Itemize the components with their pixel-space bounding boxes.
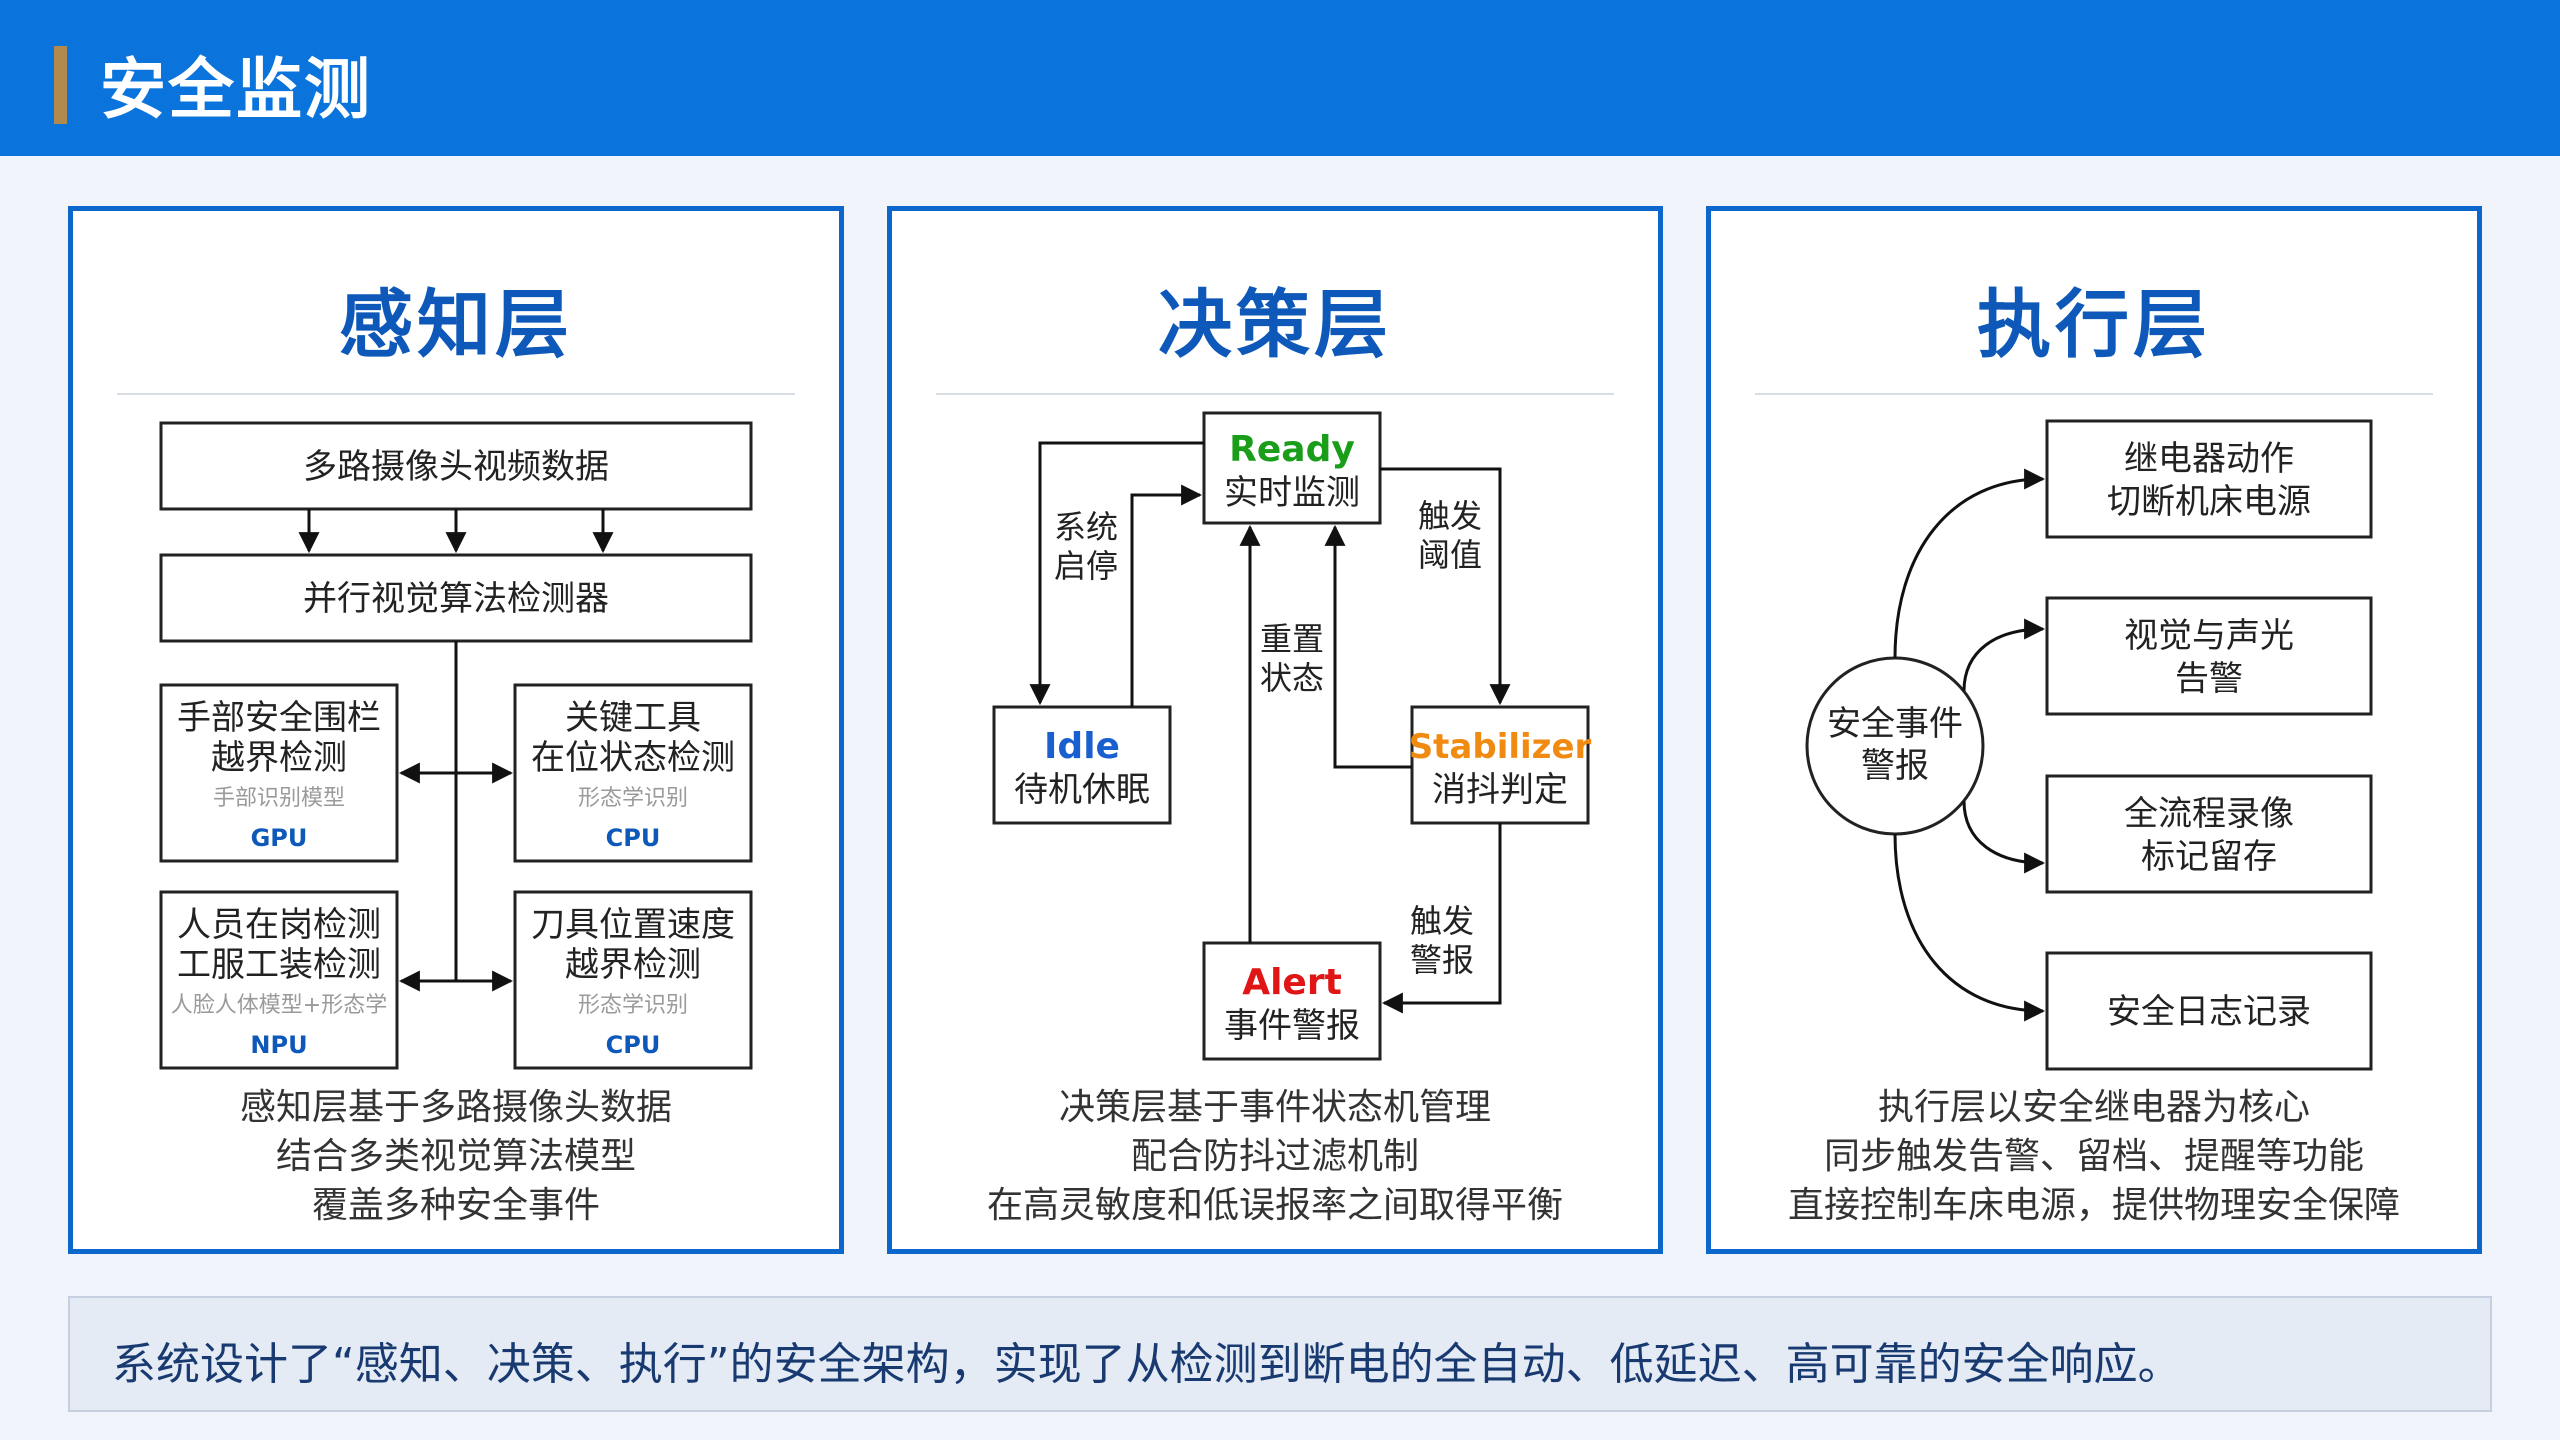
state-ready-box bbox=[1202, 411, 1382, 525]
module-cutter-model: 形态学识别 bbox=[578, 993, 688, 1018]
module-tool-model: 形态学识别 bbox=[578, 786, 688, 811]
module-tool-line1: 关键工具 bbox=[565, 698, 701, 738]
summary-text: 系统设计了“感知、决策、执行”的安全架构，实现了从检测到断电的全自动、低延迟、高… bbox=[112, 1339, 2182, 1390]
action-visual-alarm-line1: 视觉与声光 bbox=[2124, 616, 2294, 656]
state-stabilizer-label: 消抖判定 bbox=[1432, 770, 1568, 810]
arrow-to-visual-alarm bbox=[1962, 618, 2046, 692]
arrow-stabilizer-to-alert bbox=[1381, 823, 1502, 1014]
perception-divider bbox=[117, 393, 795, 395]
title-accent bbox=[54, 46, 67, 124]
arrow-to-relay bbox=[1893, 468, 2046, 659]
module-cutter-line2: 越界检测 bbox=[565, 945, 701, 985]
camera-data-label: 多路摄像头视频数据 bbox=[303, 447, 609, 487]
transition-reset-line2: 状态 bbox=[1260, 659, 1324, 697]
state-alert-name: Alert bbox=[1242, 962, 1342, 1003]
transition-threshold-line2: 阈值 bbox=[1418, 536, 1482, 574]
perception-title: 感知层 bbox=[339, 282, 573, 368]
detector-label: 并行视觉算法检测器 bbox=[303, 579, 609, 619]
action-log-box bbox=[2045, 951, 2373, 1071]
perception-panel: 感知层 多路摄像头视频数据 并行视觉算法检测器 手部安全围栏 bbox=[68, 206, 844, 1254]
decision-divider bbox=[936, 393, 1614, 395]
state-alert-box bbox=[1202, 941, 1382, 1061]
execution-desc-line: 执行层以安全继电器为核心 bbox=[1877, 1087, 2310, 1128]
perception-desc-line: 结合多类视觉算法模型 bbox=[275, 1136, 636, 1177]
perception-description: 感知层基于多路摄像头数据 结合多类视觉算法模型 覆盖多种安全事件 bbox=[73, 1083, 839, 1230]
state-stabilizer-name: Stabilizer bbox=[1409, 727, 1592, 767]
module-cutter-hw: CPU bbox=[606, 1031, 661, 1059]
execution-desc-line: 直接控制车床电源，提供物理安全保障 bbox=[1787, 1185, 2400, 1226]
arrow-stabilizer-to-ready bbox=[1324, 524, 1412, 769]
action-relay-line2: 切断机床电源 bbox=[2107, 482, 2311, 522]
transition-alert-line2: 警报 bbox=[1410, 941, 1474, 979]
module-hand-line1: 手部安全围栏 bbox=[177, 698, 381, 738]
module-tool-hw: CPU bbox=[606, 824, 661, 852]
execution-title: 执行层 bbox=[1977, 282, 2211, 368]
decision-desc-line: 在高灵敏度和低误报率之间取得平衡 bbox=[986, 1185, 1563, 1226]
state-idle-name: Idle bbox=[1044, 726, 1120, 767]
detector-box bbox=[159, 553, 753, 643]
module-tool-line2: 在位状态检测 bbox=[531, 738, 735, 778]
state-ready-label: 实时监测 bbox=[1224, 473, 1360, 513]
execution-desc-line: 同步触发告警、留档、提醒等功能 bbox=[1823, 1136, 2364, 1177]
transition-system-line1: 系统 bbox=[1054, 508, 1118, 546]
decision-diagram: Ready 实时监测 Idle 待机休眠 Stabilizer 消抖判定 Ale… bbox=[992, 411, 1592, 1061]
camera-data-box bbox=[159, 421, 753, 511]
module-cutter-line1: 刀具位置速度 bbox=[531, 905, 735, 945]
module-person-box bbox=[159, 890, 399, 1070]
transition-threshold-line1: 触发 bbox=[1418, 497, 1482, 535]
execution-divider bbox=[1755, 393, 2433, 395]
header-bar: 安全监测 bbox=[0, 0, 2560, 156]
state-stabilizer-box bbox=[1410, 705, 1590, 825]
decision-panel: 决策层 Ready 实时监测 Idle 待机休眠 Stabilizer bbox=[887, 206, 1663, 1254]
decision-description: 决策层基于事件状态机管理 配合防抖过滤机制 在高灵敏度和低误报率之间取得平衡 bbox=[892, 1083, 1658, 1230]
alert-hub-line1: 安全事件 bbox=[1827, 704, 1963, 744]
module-cutter-box bbox=[513, 890, 753, 1070]
module-hand-model: 手部识别模型 bbox=[213, 786, 345, 811]
arrow-ready-to-stabilizer bbox=[1380, 467, 1511, 706]
state-alert-label: 事件警报 bbox=[1224, 1006, 1360, 1046]
module-hand-box bbox=[159, 683, 399, 863]
module-person-line1: 人员在岗检测 bbox=[177, 905, 381, 945]
decision-desc-line: 决策层基于事件状态机管理 bbox=[1058, 1087, 1491, 1128]
action-log-label: 安全日志记录 bbox=[2107, 992, 2311, 1032]
perception-desc-line: 感知层基于多路摄像头数据 bbox=[239, 1087, 672, 1128]
action-visual-alarm-box bbox=[2045, 596, 2373, 716]
perception-diagram: 多路摄像头视频数据 并行视觉算法检测器 手部安全围栏 越界检测 手部识别模型 G… bbox=[159, 421, 753, 1070]
module-tool-box bbox=[513, 683, 753, 863]
page-title: 安全监测 bbox=[100, 51, 372, 128]
decision-title: 决策层 bbox=[1158, 282, 1392, 368]
perception-desc-line: 覆盖多种安全事件 bbox=[311, 1185, 600, 1226]
action-relay-line1: 继电器动作 bbox=[2124, 439, 2294, 479]
arrow-to-recording bbox=[1962, 800, 2046, 874]
action-recording-box bbox=[2045, 774, 2373, 894]
decision-desc-line: 配合防抖过滤机制 bbox=[1130, 1136, 1419, 1177]
alert-hub-line2: 警报 bbox=[1861, 746, 1929, 786]
action-visual-alarm-line2: 告警 bbox=[2175, 659, 2243, 699]
summary-banner: 系统设计了“感知、决策、执行”的安全架构，实现了从检测到断电的全自动、低延迟、高… bbox=[68, 1296, 2492, 1412]
module-hand-hw: GPU bbox=[251, 824, 308, 852]
execution-description: 执行层以安全继电器为核心 同步触发告警、留档、提醒等功能 直接控制车床电源，提供… bbox=[1711, 1083, 2477, 1230]
state-idle-box bbox=[992, 705, 1172, 825]
module-person-hw: NPU bbox=[250, 1031, 307, 1059]
state-ready-name: Ready bbox=[1229, 429, 1355, 470]
module-person-line2: 工服工装检测 bbox=[177, 945, 381, 985]
execution-diagram: 安全事件 警报 继电器动作 切断机床电源 视觉与声光 告警 全流程录像 标记留存… bbox=[1805, 419, 2373, 1071]
module-person-model: 人脸人体模型+形态学 bbox=[171, 993, 387, 1018]
arrow-idle-to-ready bbox=[1130, 484, 1203, 707]
action-recording-line2: 标记留存 bbox=[2141, 837, 2277, 877]
arrow-ready-to-idle bbox=[1029, 441, 1204, 706]
execution-panel: 执行层 安全事件 警报 继电器动作 切断机床电源 视觉与声光 告警 bbox=[1706, 206, 2482, 1254]
state-idle-label: 待机休眠 bbox=[1014, 770, 1150, 810]
transition-alert-line1: 触发 bbox=[1410, 902, 1474, 940]
transition-reset-line1: 重置 bbox=[1260, 620, 1324, 658]
action-relay-box bbox=[2045, 419, 2373, 539]
action-recording-line1: 全流程录像 bbox=[2124, 794, 2294, 834]
arrow-to-log bbox=[1893, 833, 2046, 1022]
transition-system-line2: 启停 bbox=[1054, 547, 1118, 585]
module-hand-line2: 越界检测 bbox=[211, 738, 347, 778]
